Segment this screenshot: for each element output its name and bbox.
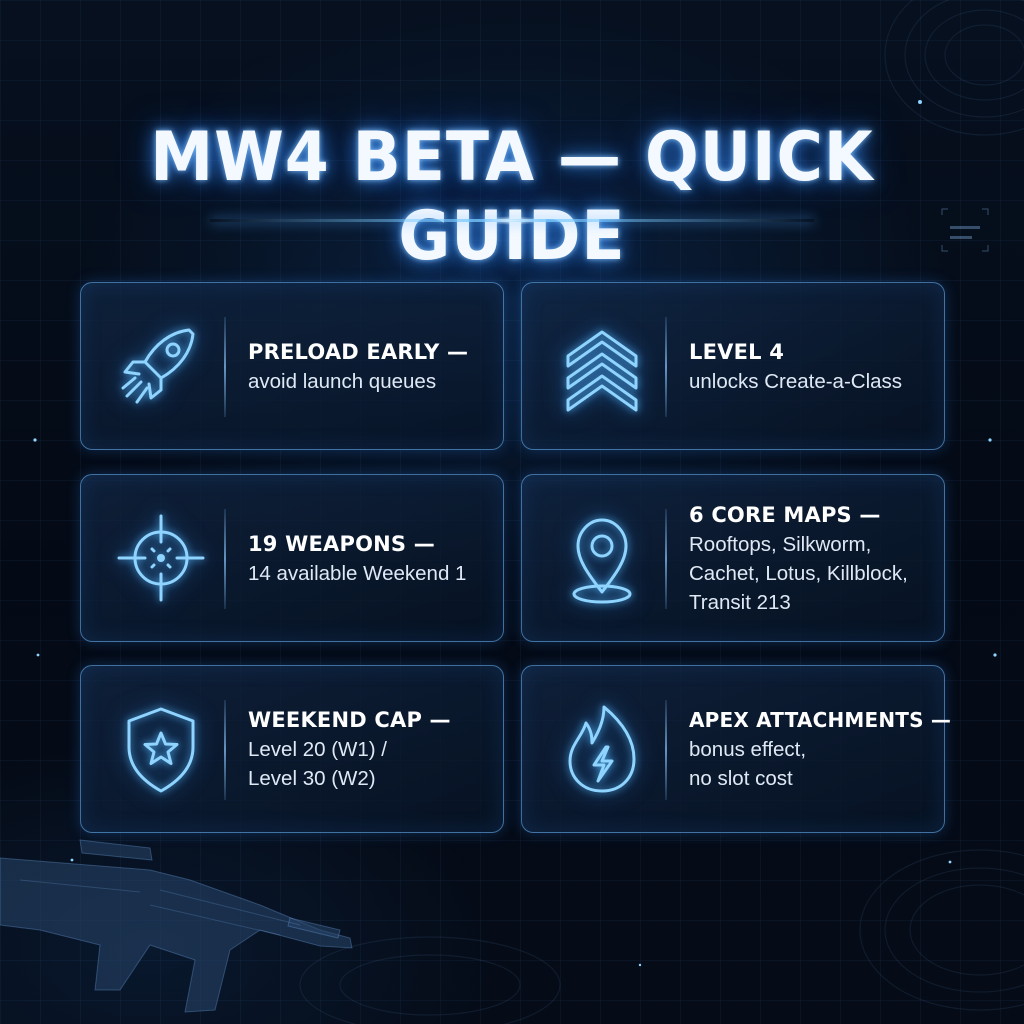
card-divider [665,317,667,417]
card-body: bonus effect, no slot cost [689,738,807,790]
card-divider [665,509,667,609]
card-divider [224,700,226,800]
card-heading: LEVEL 4 [689,339,785,364]
card-heading: 19 WEAPONS — [248,531,435,556]
card-heading: APEX ATTACHMENTS — [689,708,952,732]
guide-card-preload: PRELOAD EARLY — avoid launch queues [80,282,504,450]
card-heading: WEEKEND CAP — [248,708,451,732]
guide-card-apex: APEX ATTACHMENTS — bonus effect, no slot… [521,665,952,833]
card-divider [665,700,667,800]
rocket-icon [111,316,211,416]
card-body: Rooftops, Silkworm, Cachet, Lotus, Killb… [689,532,908,614]
guide-card-cap: WEEKEND CAP — Level 20 (W1) / Level 30 (… [80,665,504,833]
page-title: MW4 BETA — QUICK GUIDE [150,118,874,276]
card-body: unlocks Create-a-Class [689,369,903,393]
guide-card-weapons: 19 WEAPONS — 14 available Weekend 1 [80,474,504,642]
flame-bolt-icon [552,699,652,799]
card-heading: PRELOAD EARLY — [248,339,469,364]
title-underline [210,216,814,225]
chevrons-up-icon [552,316,652,416]
card-heading: 6 CORE MAPS — [689,502,881,527]
shield-star-icon [111,699,211,799]
card-divider [224,509,226,609]
crosshair-icon [111,508,211,608]
card-body: 14 available Weekend 1 [248,561,467,585]
card-body: avoid launch queues [248,369,437,393]
guide-card-maps: 6 CORE MAPS — Rooftops, Silkworm, Cachet… [521,474,945,642]
map-pin-icon [552,508,652,608]
guide-card-level: LEVEL 4 unlocks Create-a-Class [521,282,945,450]
card-divider [224,317,226,417]
card-body: Level 20 (W1) / Level 30 (W2) [248,738,387,790]
